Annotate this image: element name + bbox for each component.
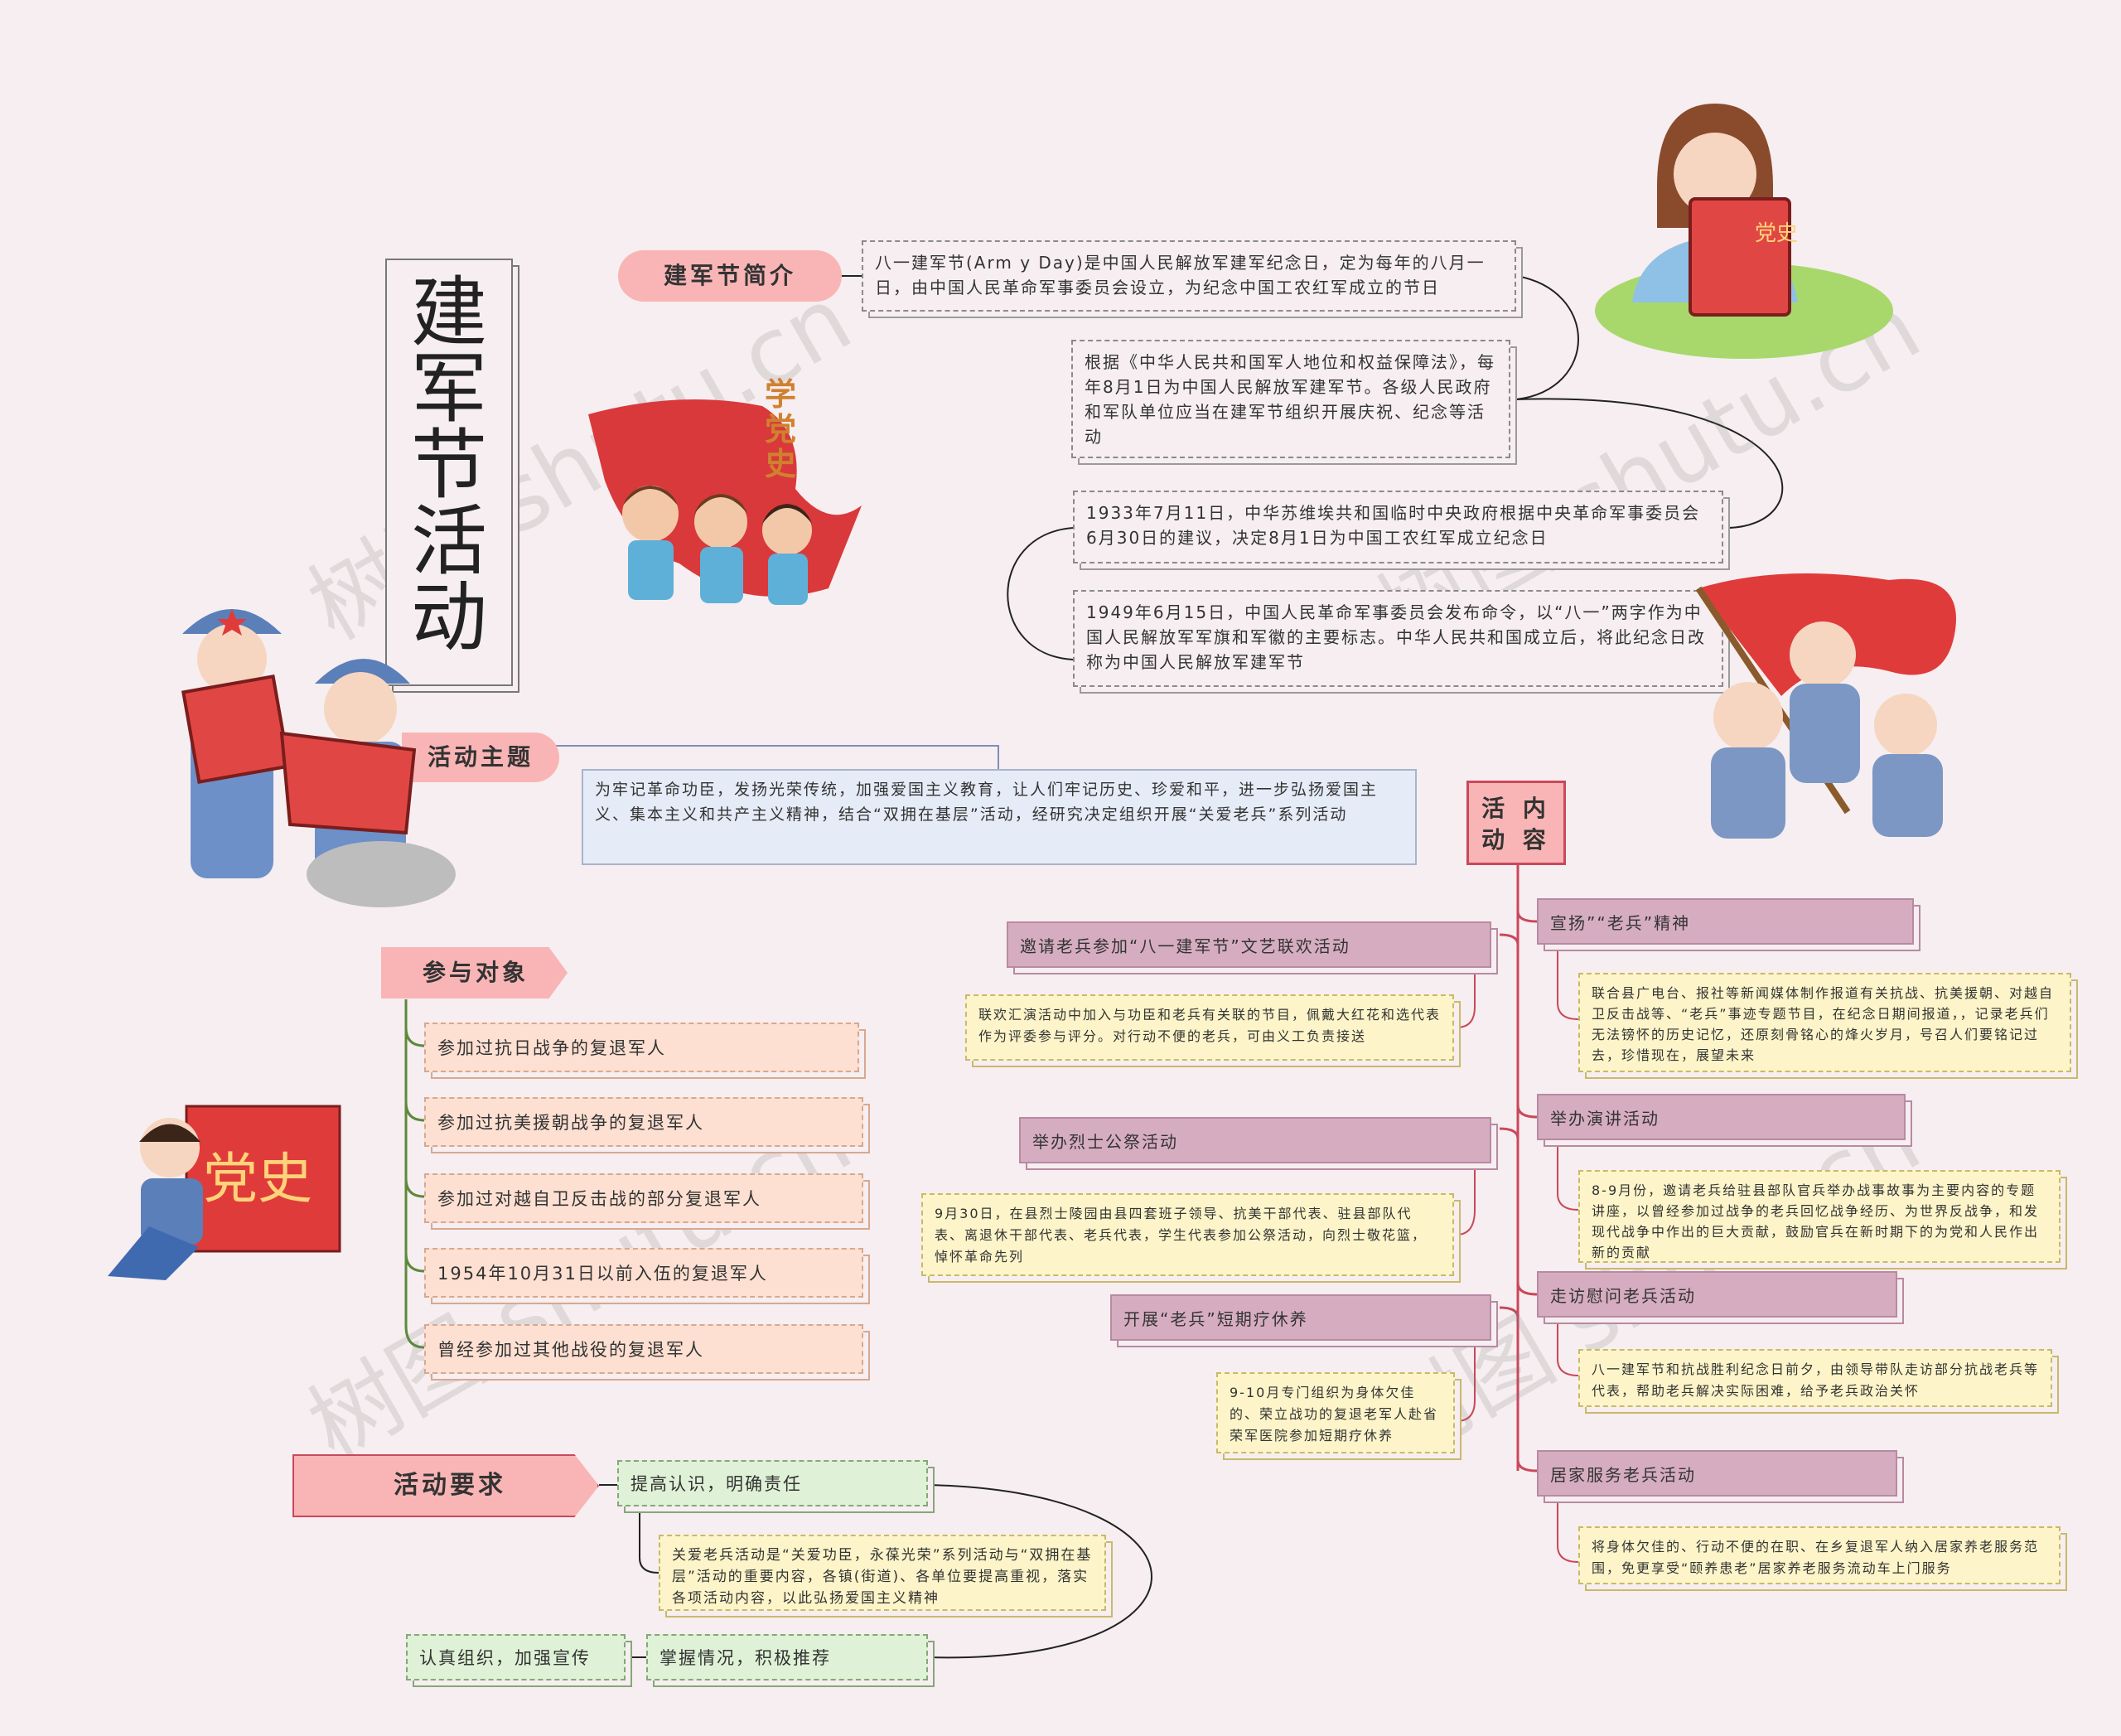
participant-item: 曾经参加过其他战役的复退军人 <box>424 1324 863 1374</box>
participant-item: 1954年10月31日以前入伍的复退军人 <box>424 1248 863 1298</box>
book-text: 党史 <box>1755 221 1798 246</box>
board-text: 党史 <box>203 1147 312 1211</box>
content-right-item: 举办演讲活动 <box>1537 1094 1906 1140</box>
requirement-item: 认真组织，加强宣传 <box>406 1634 626 1680</box>
content-right-detail: 将身体欠佳的、行动不便的在职、在乡复退军人纳入居家养老服务范围，免更享受“颐养患… <box>1578 1526 2061 1584</box>
flag-children-illustration <box>580 381 878 613</box>
content-right-item: 居家服务老兵活动 <box>1537 1450 1897 1497</box>
soldiers-charging-illustration <box>1682 563 2013 862</box>
requirement-detail: 关爱老兵活动是“关爱功臣，永葆光荣”系列活动与“双拥在基层”活动的重要内容，各镇… <box>659 1535 1106 1611</box>
content-right-detail: 八一建军节和抗战胜利纪念日前夕，由领导带队走访部分抗战老兵等代表，帮助老兵解决实… <box>1578 1349 2052 1407</box>
participant-item: 参加过抗美援朝战争的复退军人 <box>424 1097 863 1147</box>
intro-label: 建军节简介 <box>618 250 842 302</box>
soldier-figure <box>1711 682 1785 839</box>
content-right-item: 走访慰问老兵活动 <box>1537 1271 1897 1318</box>
intro-item: 1933年7月11日，中华苏维埃共和国临时中央政府根据中央革命军事委员会6月30… <box>1073 491 1723 563</box>
content-right-detail: 联合县广电台、报社等新闻媒体制作报道有关抗战、抗美援朝、对越自卫反击战等、“老兵… <box>1578 973 2071 1072</box>
participant-item: 参加过抗日战争的复退军人 <box>424 1023 859 1072</box>
child-figure <box>622 486 679 600</box>
requirement-item: 提高认识，明确责任 <box>617 1460 928 1506</box>
intro-item: 根据《中华人民共和国军人地位和权益保障法》，每年8月1日为中国人民解放军建军节。… <box>1071 340 1510 458</box>
content-left-detail: 联欢汇演活动中加入与功臣和老兵有关联的节目，佩戴大红花和选代表作为评委参与评分。… <box>965 994 1454 1061</box>
soldier-figure <box>1872 694 1943 837</box>
requirements-label: 活动要求 <box>292 1454 599 1517</box>
participants-label: 参与对象 <box>381 947 568 999</box>
intro-item: 八一建军节(Arm y Day)是中国人民解放军建军纪念日，定为每年的八月一日，… <box>862 240 1516 312</box>
requirement-item: 掌握情况，积极推荐 <box>646 1634 928 1680</box>
content-right-detail: 8-9月份，邀请老兵给驻县部队官兵举办战事故事为主要内容的专题讲座，以曾经参加过… <box>1578 1170 2061 1263</box>
flag-char: 党 <box>762 412 799 447</box>
girl-reading-illustration: 党史 <box>1591 95 1897 360</box>
content-left-item: 邀请老兵参加“八一建军节”文艺联欢活动 <box>1007 921 1491 968</box>
soldier-figure <box>282 659 456 907</box>
content-label-line: 动 容 <box>1469 824 1563 856</box>
soldiers-reading-illustration <box>157 584 472 916</box>
content-left-detail: 9月30日，在县烈士陵园由县四套班子领导、抗美干部代表、驻县部队代表、离退休干部… <box>921 1193 1454 1276</box>
content-left-item: 开展“老兵”短期疗休养 <box>1110 1294 1491 1341</box>
flag-char: 学 <box>762 377 799 412</box>
content-right-item: 宣扬”“老兵”精神 <box>1537 898 1914 945</box>
intro-item: 1949年6月15日，中国人民革命军事委员会发布命令，以“八一”两字作为中国人民… <box>1073 590 1723 687</box>
content-left-item: 举办烈士公祭活动 <box>1019 1117 1491 1163</box>
flag-vertical-text: 学 党 史 <box>762 377 799 481</box>
soldier-figure <box>1790 621 1860 783</box>
theme-text: 为牢记革命功臣，发扬光荣传统，加强爱国主义教育，让人们牢记历史、珍爱和平，进一步… <box>582 769 1417 865</box>
flag-char: 史 <box>762 447 799 481</box>
participant-item: 参加过对越自卫反击战的部分复退军人 <box>424 1173 863 1223</box>
content-label-line: 活 内 <box>1469 793 1563 824</box>
content-left-detail: 9-10月专门组织为身体欠佳的、荣立战功的复退老军人赴省荣军医院参加短期疗休养 <box>1216 1372 1455 1453</box>
content-label: 活 内 动 容 <box>1466 781 1566 865</box>
boy-reading-illustration: 党史 <box>91 1102 348 1284</box>
